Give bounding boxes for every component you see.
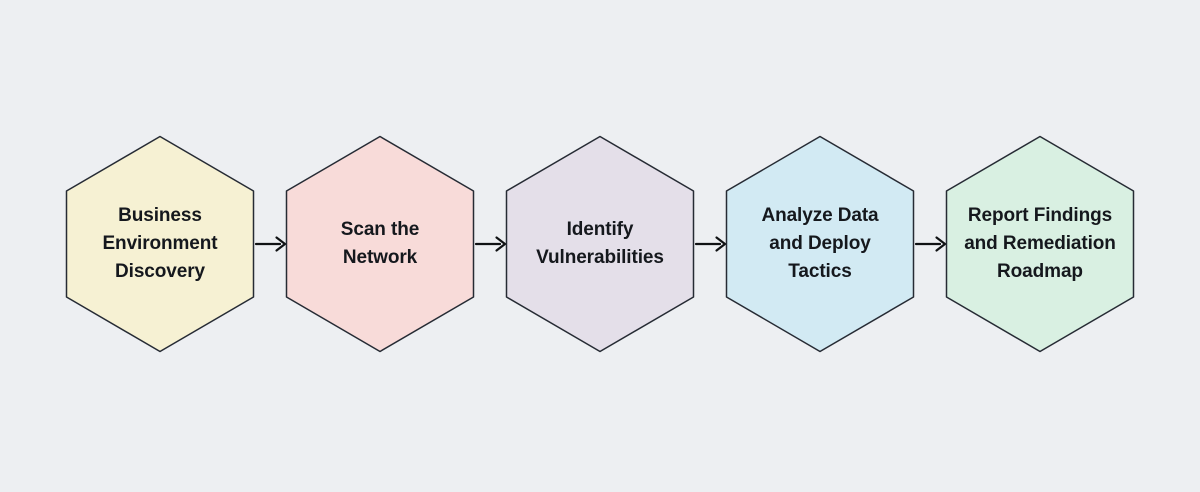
hexagon-polygon xyxy=(725,135,915,353)
stage-label: Identify Vulnerabilities xyxy=(536,219,664,268)
stage-label: Scan the Network xyxy=(340,219,420,268)
hexagon-polygon xyxy=(945,135,1135,353)
stage-identify-vulnerabilities: Identify Vulnerabilities xyxy=(505,135,695,353)
stage-business-environment-discovery: Business Environment Discovery xyxy=(65,135,255,353)
hexagon-polygon xyxy=(285,135,475,353)
flow-arrow-2-to-3 xyxy=(474,236,507,252)
stage-report-findings-and-remediation-roadmap: Report Findings and Remediation Roadmap xyxy=(945,135,1135,353)
stage-label: Business Environment Discovery xyxy=(102,205,218,282)
hexagon-shape xyxy=(285,135,475,353)
stage-label: Analyze Data and Deploy Tactics xyxy=(761,205,879,282)
stage-scan-the-network: Scan the Network xyxy=(285,135,475,353)
stage-label: Report Findings and Remediation Roadmap xyxy=(964,205,1116,282)
hexagon-shape xyxy=(725,135,915,353)
flow-arrow-4-to-5 xyxy=(914,236,947,252)
flow-arrow-1-to-2 xyxy=(254,236,287,252)
hexagon-shape xyxy=(65,135,255,353)
hexagon-polygon xyxy=(505,135,695,353)
stage-analyze-data-and-deploy-tactics: Analyze Data and Deploy Tactics xyxy=(725,135,915,353)
hexagon-polygon xyxy=(65,135,255,353)
hexagon-shape xyxy=(505,135,695,353)
hexagon-shape xyxy=(945,135,1135,353)
flow-arrow-3-to-4 xyxy=(694,236,727,252)
